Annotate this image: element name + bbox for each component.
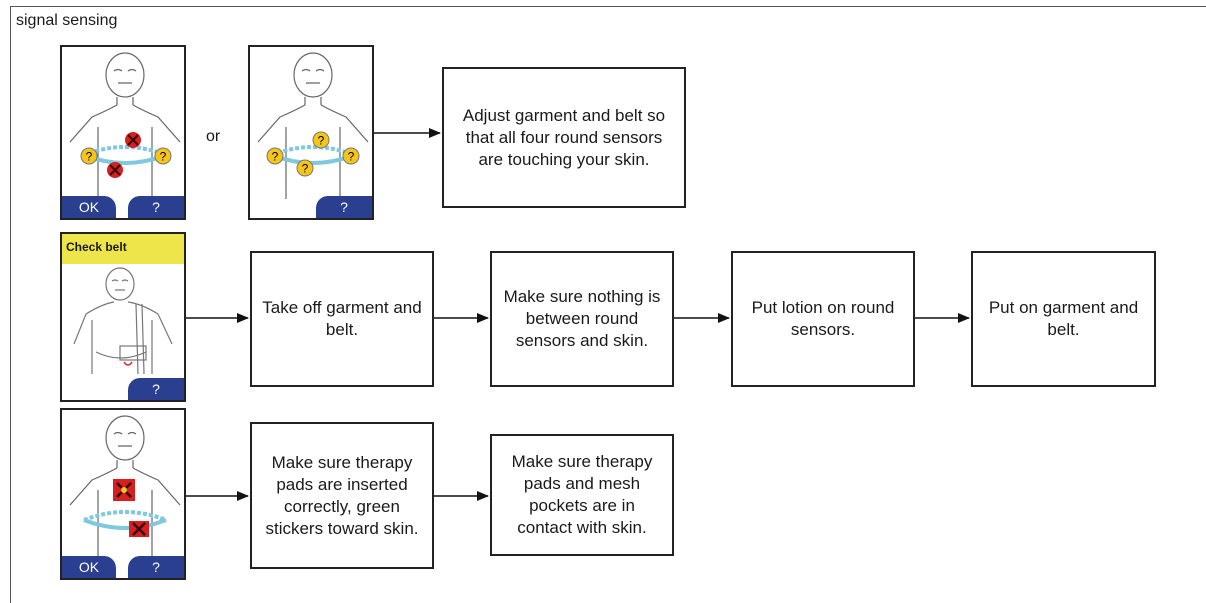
frame-top-border (10, 6, 1206, 7)
error-pad-icon (129, 521, 149, 537)
figure-belt-check-illustration (73, 267, 173, 375)
device-screen-check-belt: Check belt ? (60, 232, 186, 402)
section-title: signal sensing (16, 12, 118, 29)
svg-text:?: ? (318, 134, 325, 148)
error-pad-icon (113, 479, 135, 501)
svg-text:?: ? (86, 150, 93, 164)
instruction-box: Make sure therapy pads are inserted corr… (250, 422, 434, 569)
figure-torso-illustration (69, 415, 181, 562)
instruction-box: Adjust garment and belt so that all four… (442, 67, 686, 208)
instruction-box: Make sure therapy pads and mesh pockets … (490, 434, 674, 556)
help-button[interactable]: ? (128, 196, 184, 218)
warning-sensor-icon: ? (296, 159, 314, 177)
device-screen-sensor-fault: ? ? OK ? (60, 45, 186, 220)
svg-text:?: ? (302, 162, 309, 176)
device-screen-therapy-pads: OK ? (60, 408, 186, 580)
error-sensor-icon (107, 162, 123, 178)
or-label: or (206, 128, 221, 145)
warning-sensor-icon: ? (342, 147, 360, 165)
warning-sensor-icon: ? (312, 131, 330, 149)
ok-button[interactable]: OK (62, 556, 116, 578)
warning-sensor-icon: ? (80, 147, 98, 165)
check-belt-banner: Check belt (62, 234, 184, 264)
instruction-box: Put lotion on round sensors. (731, 251, 915, 387)
instruction-box: Take off garment and belt. (250, 251, 434, 387)
help-button[interactable]: ? (128, 556, 184, 578)
instruction-box: Make sure nothing is between round senso… (490, 251, 674, 387)
ok-button[interactable]: OK (62, 196, 116, 218)
error-sensor-icon (125, 132, 141, 148)
svg-text:?: ? (160, 150, 167, 164)
svg-text:?: ? (272, 150, 279, 164)
help-button[interactable]: ? (316, 196, 372, 218)
help-button[interactable]: ? (128, 378, 184, 400)
instruction-box: Put on garment and belt. (971, 251, 1156, 387)
warning-sensor-icon: ? (266, 147, 284, 165)
warning-sensor-icon: ? (154, 147, 172, 165)
device-screen-sensor-warning: ? ? ? ? ? (248, 45, 374, 220)
svg-text:?: ? (348, 150, 355, 164)
frame-left-border (10, 6, 11, 603)
